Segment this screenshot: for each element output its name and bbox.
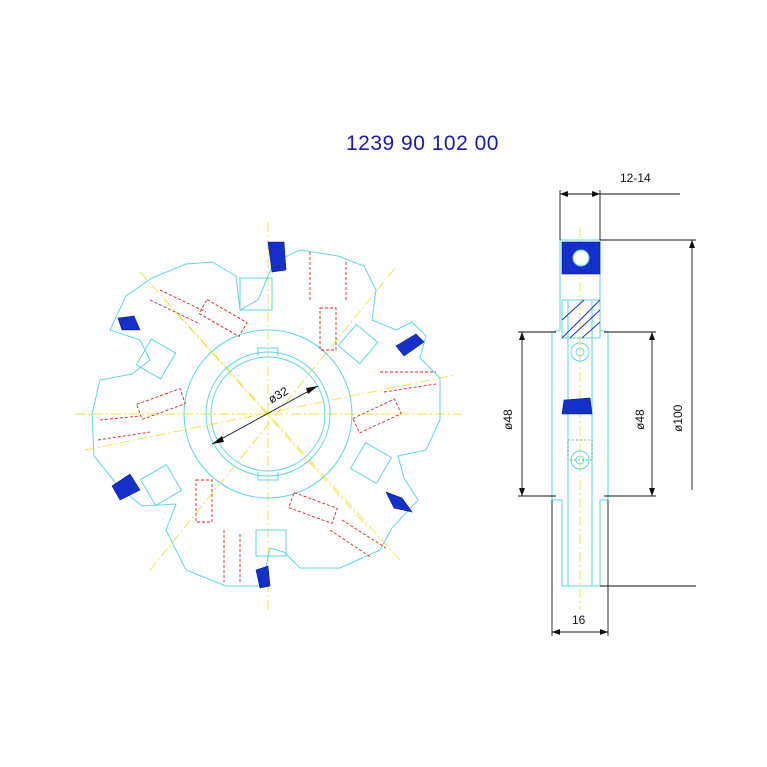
side-screw-upper bbox=[570, 342, 590, 362]
carbide-inserts bbox=[111, 241, 425, 589]
hidden-screws bbox=[97, 252, 437, 582]
outer-diameter-dimension: ø100 bbox=[600, 239, 696, 587]
body-diameter-left: ø48 bbox=[501, 331, 556, 497]
hub-width-label: 16 bbox=[572, 613, 586, 627]
insert-pockets bbox=[135, 277, 393, 557]
part-number-title: 1239 90 102 00 bbox=[346, 132, 499, 155]
hub-outer-circle bbox=[183, 329, 353, 499]
side-view: 12-14 ø100 ø48 ø48 bbox=[501, 171, 696, 636]
body-diameter-right-label: ø48 bbox=[633, 409, 647, 430]
outer-diameter-label: ø100 bbox=[671, 404, 685, 432]
front-centerlines bbox=[75, 222, 462, 610]
width-dimension: 12-14 bbox=[559, 171, 680, 240]
body-diameter-left-label: ø48 bbox=[501, 409, 515, 430]
body-diameter-right: ø48 bbox=[604, 331, 656, 497]
hub-width-dimension: 16 bbox=[551, 500, 609, 636]
keyway-lower bbox=[257, 472, 279, 481]
keyway bbox=[257, 347, 279, 356]
front-view: ø32 bbox=[75, 222, 462, 610]
bore-inner-circle bbox=[210, 356, 326, 472]
cutter-outline bbox=[91, 249, 441, 587]
side-insert-middle bbox=[561, 397, 593, 415]
bore-circle bbox=[205, 351, 331, 477]
width-dimension-label: 12-14 bbox=[620, 171, 651, 185]
